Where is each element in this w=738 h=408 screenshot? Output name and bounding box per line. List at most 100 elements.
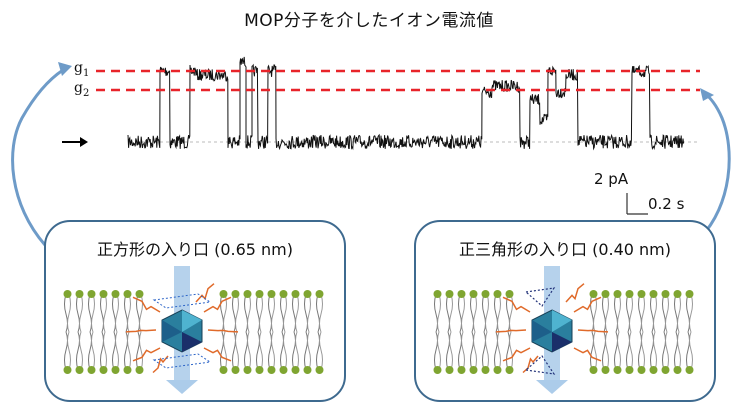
lipid-tail	[434, 331, 438, 371]
lipid-tail	[88, 293, 92, 333]
lipid-tail	[64, 331, 68, 371]
lipid-tail	[674, 293, 678, 333]
lipid-tail	[127, 331, 131, 371]
lipid-tail	[100, 331, 104, 371]
square-entrance-outline	[152, 293, 212, 309]
lipid-tail	[67, 293, 71, 333]
lipid-tail	[79, 293, 83, 333]
left-connector-arrow	[11, 68, 64, 246]
lipid-head-icon	[493, 366, 502, 374]
lipid-tail	[458, 293, 462, 333]
lipid-head-icon	[661, 290, 670, 298]
lipid-tail	[280, 293, 284, 333]
lipid-tail	[307, 331, 311, 371]
lipid-head-icon	[613, 366, 622, 374]
lipid-tail	[280, 331, 284, 371]
alkyl-chain	[152, 355, 169, 374]
lipid-head-icon	[279, 290, 288, 298]
lipid-head-icon	[279, 366, 288, 374]
lipid-tail	[509, 331, 513, 371]
lipid-tail	[653, 293, 657, 333]
lipid-head-icon	[457, 290, 466, 298]
lipid-tail	[235, 293, 239, 333]
lipid-tail	[449, 331, 453, 371]
lipid-tail	[247, 331, 251, 371]
panel-title-triangle: 正三角形の入り口 (0.40 nm)	[458, 240, 671, 259]
mop-face	[182, 310, 202, 332]
lipid-tail	[494, 293, 498, 333]
lipid-head-icon	[505, 366, 514, 374]
lipid-tail	[461, 331, 465, 371]
lipid-head-icon	[243, 366, 252, 374]
lipid-tail	[232, 331, 236, 371]
lipid-tail	[485, 331, 489, 371]
lipid-tail	[662, 331, 666, 371]
alkyl-chain	[577, 329, 609, 333]
lipid-tail	[485, 293, 489, 333]
alkyl-chain	[132, 347, 161, 362]
lipid-tail	[268, 293, 272, 333]
lipid-tail	[304, 331, 308, 371]
lipid-tail	[605, 331, 609, 371]
lipid-tail	[271, 331, 275, 371]
scale-time-label: 0.2 s	[648, 195, 685, 213]
mop-face	[182, 332, 202, 352]
mop-face	[532, 320, 552, 342]
lipid-tail	[665, 331, 669, 371]
lipid-tail	[271, 293, 275, 333]
g1-label: g1	[74, 60, 90, 79]
lipid-tail	[103, 293, 107, 333]
lipid-head-icon	[99, 366, 108, 374]
lipid-head-icon	[685, 366, 694, 374]
lipid-tail	[437, 293, 441, 333]
lipid-head-icon	[219, 366, 228, 374]
lipid-tail	[223, 331, 227, 371]
membrane-diagram-square	[63, 266, 324, 394]
lipid-tail	[316, 293, 320, 333]
lipid-tail	[259, 331, 263, 371]
lipid-tail	[112, 331, 116, 371]
lipid-tail	[617, 331, 621, 371]
membrane-diagram-triangle	[433, 266, 694, 394]
lipid-tail	[268, 331, 272, 371]
lipid-head-icon	[291, 366, 300, 374]
lipid-tail	[650, 293, 654, 333]
lipid-tail	[256, 331, 260, 371]
lipid-tail	[677, 293, 681, 333]
scale-bar	[626, 193, 648, 215]
lipid-tail	[614, 293, 618, 333]
lipid-tail	[220, 331, 224, 371]
lipid-tail	[88, 331, 92, 371]
lipid-tail	[307, 293, 311, 333]
lipid-tail	[100, 293, 104, 333]
lipid-tail	[319, 293, 323, 333]
lipid-tail	[283, 331, 287, 371]
lipid-tail	[446, 293, 450, 333]
lipid-head-icon	[135, 290, 144, 298]
lipid-head-icon	[63, 290, 72, 298]
lipid-tail	[244, 331, 248, 371]
lipid-tail	[64, 293, 68, 333]
lipid-head-icon	[123, 290, 132, 298]
lipid-tail	[638, 331, 642, 371]
lipid-tail	[470, 331, 474, 371]
lipid-tail	[283, 293, 287, 333]
lipid-tail	[232, 293, 236, 333]
ion-flow-arrowhead-icon	[536, 380, 568, 394]
square-entrance-panel: 正方形の入り口 (0.65 nm)	[44, 220, 346, 402]
lipid-tail	[458, 331, 462, 371]
lipid-head-icon	[255, 366, 264, 374]
lipid-head-icon	[303, 290, 312, 298]
lipid-head-icon	[625, 366, 634, 374]
alkyl-chain	[125, 329, 157, 333]
triangle-entrance-outline	[524, 287, 556, 307]
lipid-tail	[91, 331, 95, 371]
ion-flow-arrowhead-icon	[166, 380, 198, 394]
lipid-tail	[136, 331, 140, 371]
lipid-tail	[689, 331, 693, 371]
lipid-head-icon	[243, 290, 252, 298]
lipid-head-icon	[625, 290, 634, 298]
lipid-tail	[482, 331, 486, 371]
figure-title: MOP分子を介したイオン電流値	[244, 11, 494, 31]
lipid-tail	[449, 293, 453, 333]
